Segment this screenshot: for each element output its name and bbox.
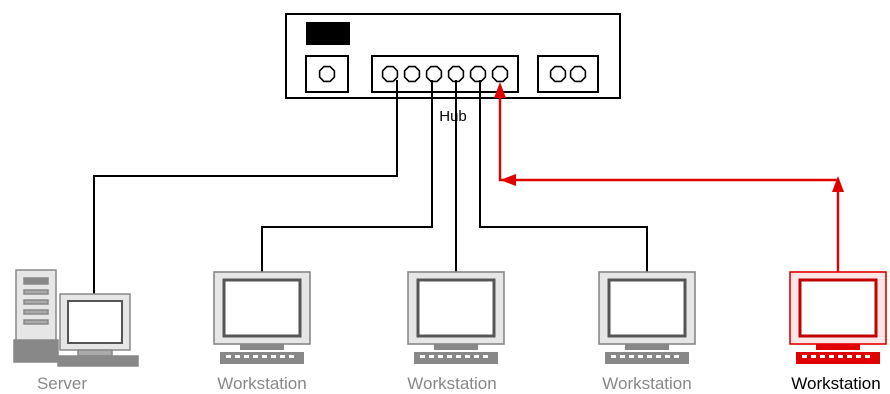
server-icon	[14, 270, 138, 366]
hub-display	[306, 22, 350, 45]
hub-port-group-right	[538, 56, 598, 92]
server-label: Server	[37, 374, 87, 394]
cables	[94, 80, 647, 298]
hub-port-group-main	[372, 56, 518, 92]
hub	[286, 14, 620, 98]
workstation-label: Workstation	[217, 374, 306, 394]
workstation-label: Workstation	[602, 374, 691, 394]
cable-workstation-4	[500, 88, 838, 272]
cable-server	[94, 80, 397, 298]
arrowhead-up-right	[832, 176, 844, 192]
workstation-icon-highlighted	[790, 272, 886, 364]
highlight-cable	[494, 82, 844, 272]
workstation-icon	[408, 272, 504, 364]
arrowhead-left	[500, 174, 516, 186]
workstation-icon	[214, 272, 310, 364]
hub-port-group-left	[306, 56, 348, 92]
workstation-label: Workstation	[407, 374, 496, 394]
workstation-icon	[599, 272, 695, 364]
workstation-label-highlighted: Workstation	[791, 374, 880, 394]
hub-label: Hub	[439, 108, 467, 125]
cable-workstation-3	[480, 80, 647, 272]
